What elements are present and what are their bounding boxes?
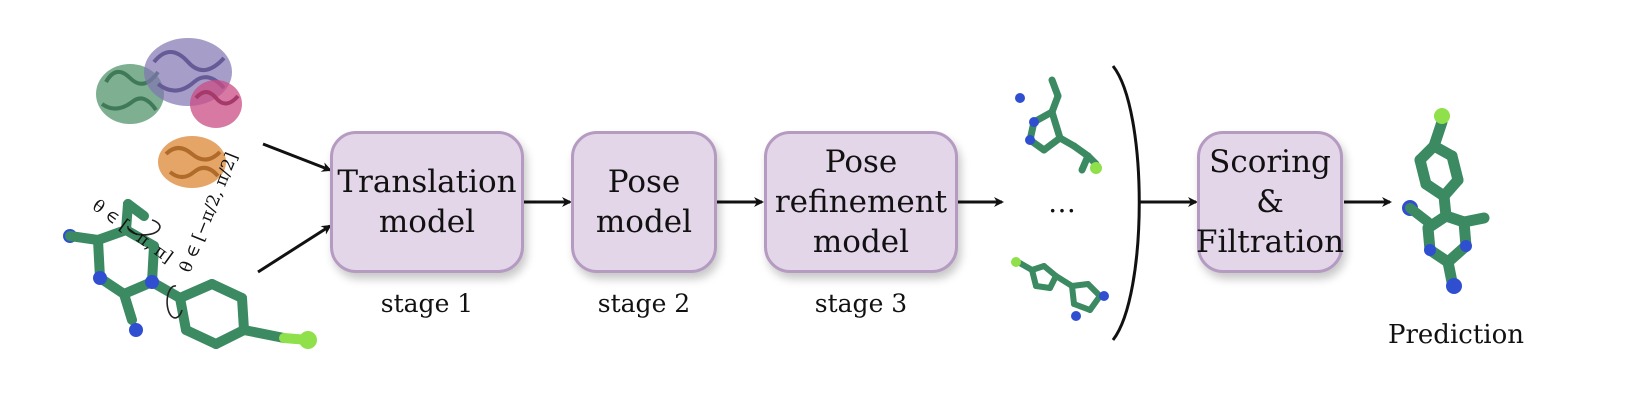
translation-model-label-line1: Translation	[337, 164, 517, 200]
input-ligand-image	[63, 199, 317, 349]
stage-3-label: stage 3	[814, 289, 908, 318]
scoring-label-line1: Scoring	[1209, 144, 1331, 180]
stage-1-label: stage 1	[380, 289, 474, 318]
pose-model-box[interactable]: Pose model	[571, 131, 717, 273]
scoring-label-line2: &	[1256, 184, 1284, 220]
pose-model-label-line2: model	[595, 204, 693, 240]
refinement-model-label-line1: Pose	[824, 144, 898, 180]
refinement-model-label-line3: model	[812, 224, 910, 260]
arrow-ligand-to-translation	[257, 224, 332, 274]
samples-bracket	[1111, 65, 1141, 341]
prediction-label: Prediction	[1388, 320, 1524, 350]
protein-structure-image	[96, 38, 242, 188]
prediction-ligand-image	[1402, 108, 1490, 294]
stage-2-label: stage 2	[597, 289, 691, 318]
scoring-filtration-box[interactable]: Scoring & Filtration	[1195, 131, 1345, 273]
sampled-pose-top-image	[1015, 76, 1102, 174]
samples-ellipsis: …	[1048, 186, 1076, 219]
translation-model-label-line2: model	[378, 204, 476, 240]
pose-refinement-model-box[interactable]: Pose refinement model	[764, 131, 958, 273]
sampled-pose-bottom-image	[1011, 257, 1109, 321]
arrow-protein-to-translation	[262, 142, 332, 172]
pose-model-label-line1: Pose	[607, 164, 681, 200]
refinement-model-label-line2: refinement	[774, 184, 948, 220]
translation-model-box[interactable]: Translation model	[330, 131, 524, 273]
scoring-label-line3: Filtration	[1195, 224, 1345, 260]
